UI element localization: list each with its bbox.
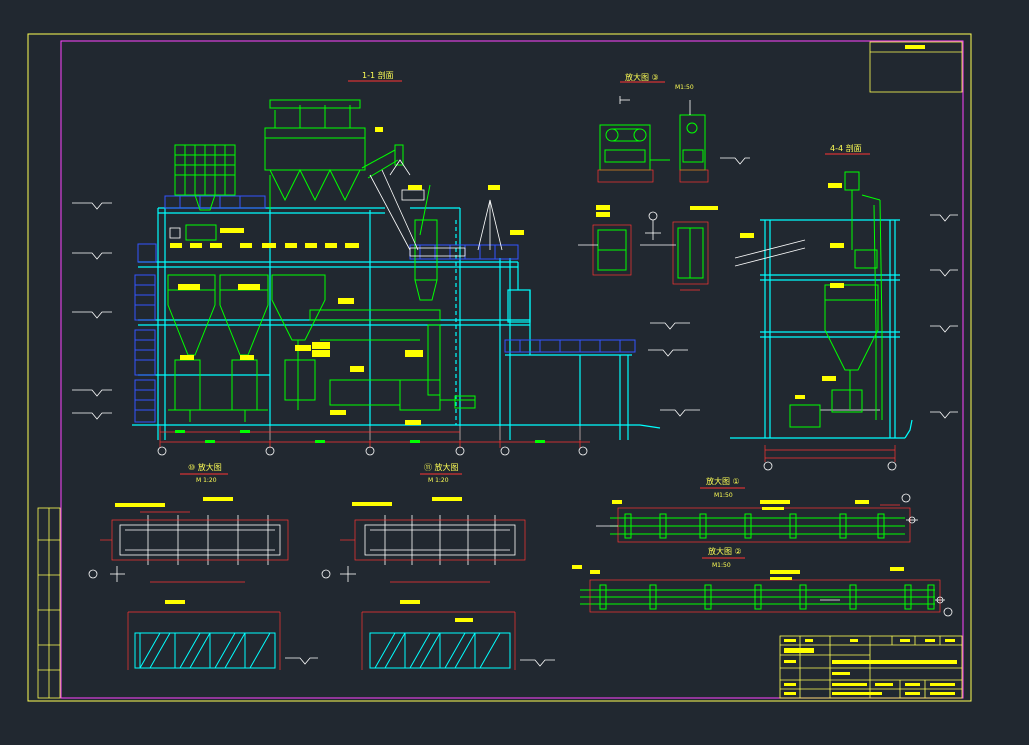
detail-1-scale: M1:50 bbox=[714, 492, 733, 499]
detail-2-drawing: 放大图 ② M1:50 bbox=[572, 546, 953, 617]
title-block-text-marks bbox=[784, 639, 957, 695]
outer-frame bbox=[27, 33, 972, 702]
section-1-1-title: 1-1 剖面 bbox=[362, 70, 394, 80]
detail-3-title: 放大图 ③ bbox=[625, 72, 659, 82]
left-binding-strip bbox=[37, 507, 61, 699]
inner-border bbox=[60, 40, 964, 699]
section-4-4-drawing: 4-4 剖面 bbox=[730, 143, 958, 471]
detail-11-drawing: ⑪ 放大图 M 1:20 bbox=[321, 462, 555, 670]
detail-1-drawing: 放大图 ① M1:50 bbox=[596, 476, 918, 543]
detail-1-title: 放大图 ① bbox=[706, 476, 740, 486]
top-right-block bbox=[869, 41, 963, 93]
detail-10-drawing: ⑩ 放大图 M 1:20 bbox=[88, 462, 318, 670]
detail-11-title: ⑪ 放大图 bbox=[424, 462, 459, 472]
detail-2-scale: M1:50 bbox=[712, 562, 731, 569]
section-4-4-title: 4-4 剖面 bbox=[830, 143, 862, 153]
detail-11-scale: M 1:20 bbox=[428, 477, 449, 484]
detail-2-title: 放大图 ② bbox=[708, 546, 742, 556]
detail-3-drawing: 放大图 ③ M1:50 bbox=[578, 72, 718, 291]
title-block bbox=[779, 635, 963, 699]
detail-10-scale: M 1:20 bbox=[196, 477, 217, 484]
section-1-1-drawing: 1-1 剖面 bbox=[72, 70, 750, 456]
detail-10-title: ⑩ 放大图 bbox=[188, 462, 222, 472]
detail-3-scale: M1:50 bbox=[675, 84, 694, 91]
